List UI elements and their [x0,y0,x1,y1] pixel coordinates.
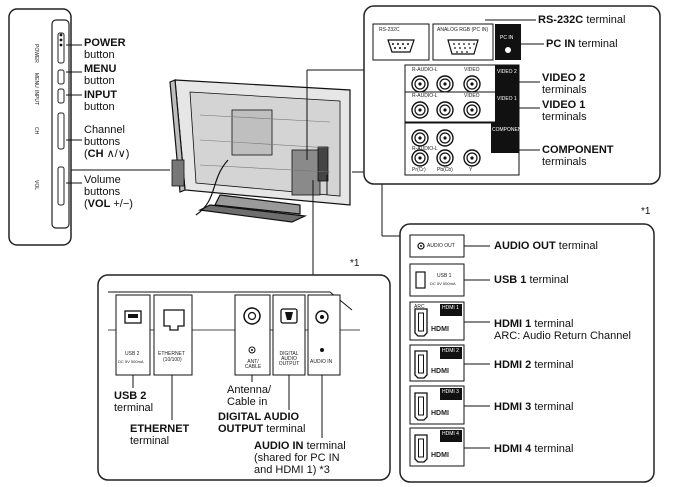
usb2-port-text: USB 2 [125,351,140,357]
hdmi3-badge-text: HDMI 3 [442,389,459,395]
audio-out-port-text: AUDIO OUT [427,243,455,249]
hdmi3-logo-text: HDMI [431,410,449,417]
side-buttons [57,32,65,206]
hdmi2-terminal-label: HDMI 2 terminal [494,359,574,371]
component-badge-text: COMPONENT [492,127,525,133]
component-pbcb-text: Pb(Cb) [437,167,453,173]
audio-out-terminal-label: AUDIO OUT terminal [494,240,598,252]
video2-audio-text: R-AUDIO-L [412,67,438,73]
video2-video-text: VIDEO [464,67,480,73]
arc-port-text: ARC [414,304,425,310]
ant-port-text: ANT/ CABLE [244,359,262,370]
rs232c-terminal-label: RS-232C terminal [538,14,626,26]
component-y-text: Y [469,167,473,173]
audio-in-port-text: AUDIO IN [310,359,333,365]
component-prcr-text: Pr(Cr) [412,167,426,173]
hdmi1-badge-text: HDMI 1 [442,305,459,311]
footnote-mark-right: *1 [641,206,651,217]
hdmi4-badge-text: HDMI 4 [442,431,459,437]
video1-audio-text: R-AUDIO-L [412,93,438,99]
ethernet-spec-text: (10/100) [163,357,182,363]
usb1-port-text: USB 1 [437,273,452,279]
side-mark-power: POWER [33,44,39,63]
side-mark-menu: MENU [33,73,39,88]
footnote-mark-left: *1 [350,258,360,269]
side-mark-vol: VOL [33,180,39,191]
component-audio-text: R-AUDIO-L [412,146,438,152]
hdmi2-logo-text: HDMI [431,368,449,375]
hdmi3-terminal-label: HDMI 3 terminal [494,401,574,413]
tv-cable [195,159,229,216]
pc-in-badge [495,24,521,60]
side-mark-ch: CH [33,127,39,135]
rs232c-port-text: RS-232C [379,27,400,33]
antenna-cable-label: Antenna/Cable in [227,384,272,408]
pc-in-port-text: PC IN [500,35,514,41]
ethernet-port-frame [153,294,193,376]
hdmi4-logo-text: HDMI [431,452,449,459]
hdmi1-logo-text: HDMI [431,326,449,333]
video2-badge-text: VIDEO 2 [497,69,517,75]
ethernet-port-text: ETHERNET [158,351,185,357]
hdmi4-terminal-label: HDMI 4 terminal [494,443,574,455]
power-indicator-icon [59,33,63,37]
usb2-spec-text: DC 5V 500mA [118,359,144,364]
usb1-spec-text: DC 5V 500mA [430,281,456,286]
audio-in-port-frame [307,294,341,376]
analog-rgb-port-text: ANALOG RGB (PC IN) [437,27,489,33]
usb2-port-frame [115,294,151,376]
hdmi2-badge-text: HDMI 2 [442,348,459,354]
side-mark-input: INPUT [33,90,39,105]
digital-audio-port-text: DIGITAL AUDIO OUTPUT [278,351,300,367]
pc-in-terminal-label: PC IN terminal [546,38,618,50]
video1-video-text: VIDEO [464,93,480,99]
usb1-terminal-label: USB 1 terminal [494,274,569,286]
video1-badge-text: VIDEO 1 [497,96,517,102]
tv-back [169,79,351,223]
digital-audio-port-frame [272,294,306,376]
